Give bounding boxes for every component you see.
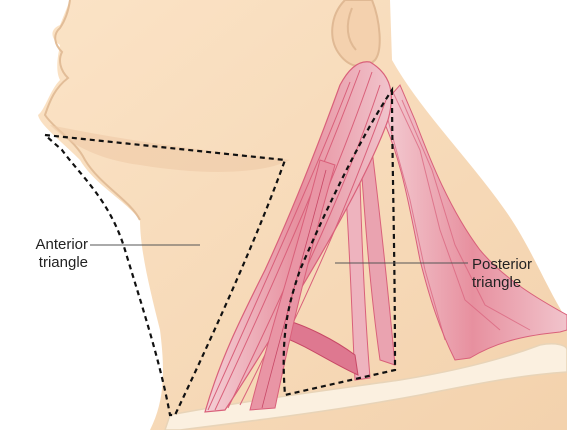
anterior-label-line1: Anterior	[4, 236, 88, 254]
posterior-label-line2: triangle	[472, 274, 562, 292]
anterior-label-line2: triangle	[4, 254, 88, 272]
posterior-label-line1: Posterior	[472, 256, 562, 274]
anterior-triangle-label: Anterior triangle	[4, 236, 88, 272]
posterior-triangle-label: Posterior triangle	[472, 256, 562, 292]
